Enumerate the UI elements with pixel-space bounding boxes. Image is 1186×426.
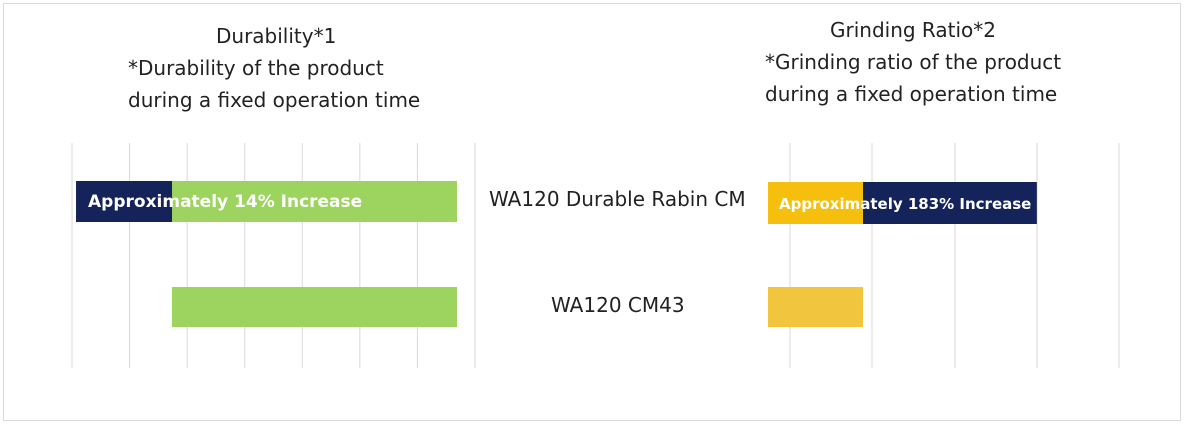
right-note-line2: during a fixed operation time [765,82,1058,106]
left-bar-base [172,287,457,327]
left-note-line2: during a fixed operation time [128,88,421,112]
left-bar-base [172,181,457,222]
category-label-cm43: WA120 CM43 [551,293,685,317]
right-bar-increase [863,182,1037,224]
left-title-block: Durability*1 *Durability of the product … [128,20,420,116]
right-bar-base [768,182,863,224]
right-note-line1: *Grinding ratio of the product [765,50,1062,74]
left-note-line1: *Durability of the product [128,56,384,80]
right-bar-base [768,287,863,327]
left-chart-title: Durability*1 [216,24,337,48]
left-increase-label: Approximately 14% Increase [88,192,362,212]
left-bar-increase [76,181,173,222]
right-increase-label: Approximately 183% Increase [779,195,1031,213]
right-title-block: Grinding Ratio*2 *Grinding ratio of the … [765,14,1061,110]
right-chart-title: Grinding Ratio*2 [830,18,997,42]
category-label-durable-rabin: WA120 Durable Rabin CM [489,187,746,211]
